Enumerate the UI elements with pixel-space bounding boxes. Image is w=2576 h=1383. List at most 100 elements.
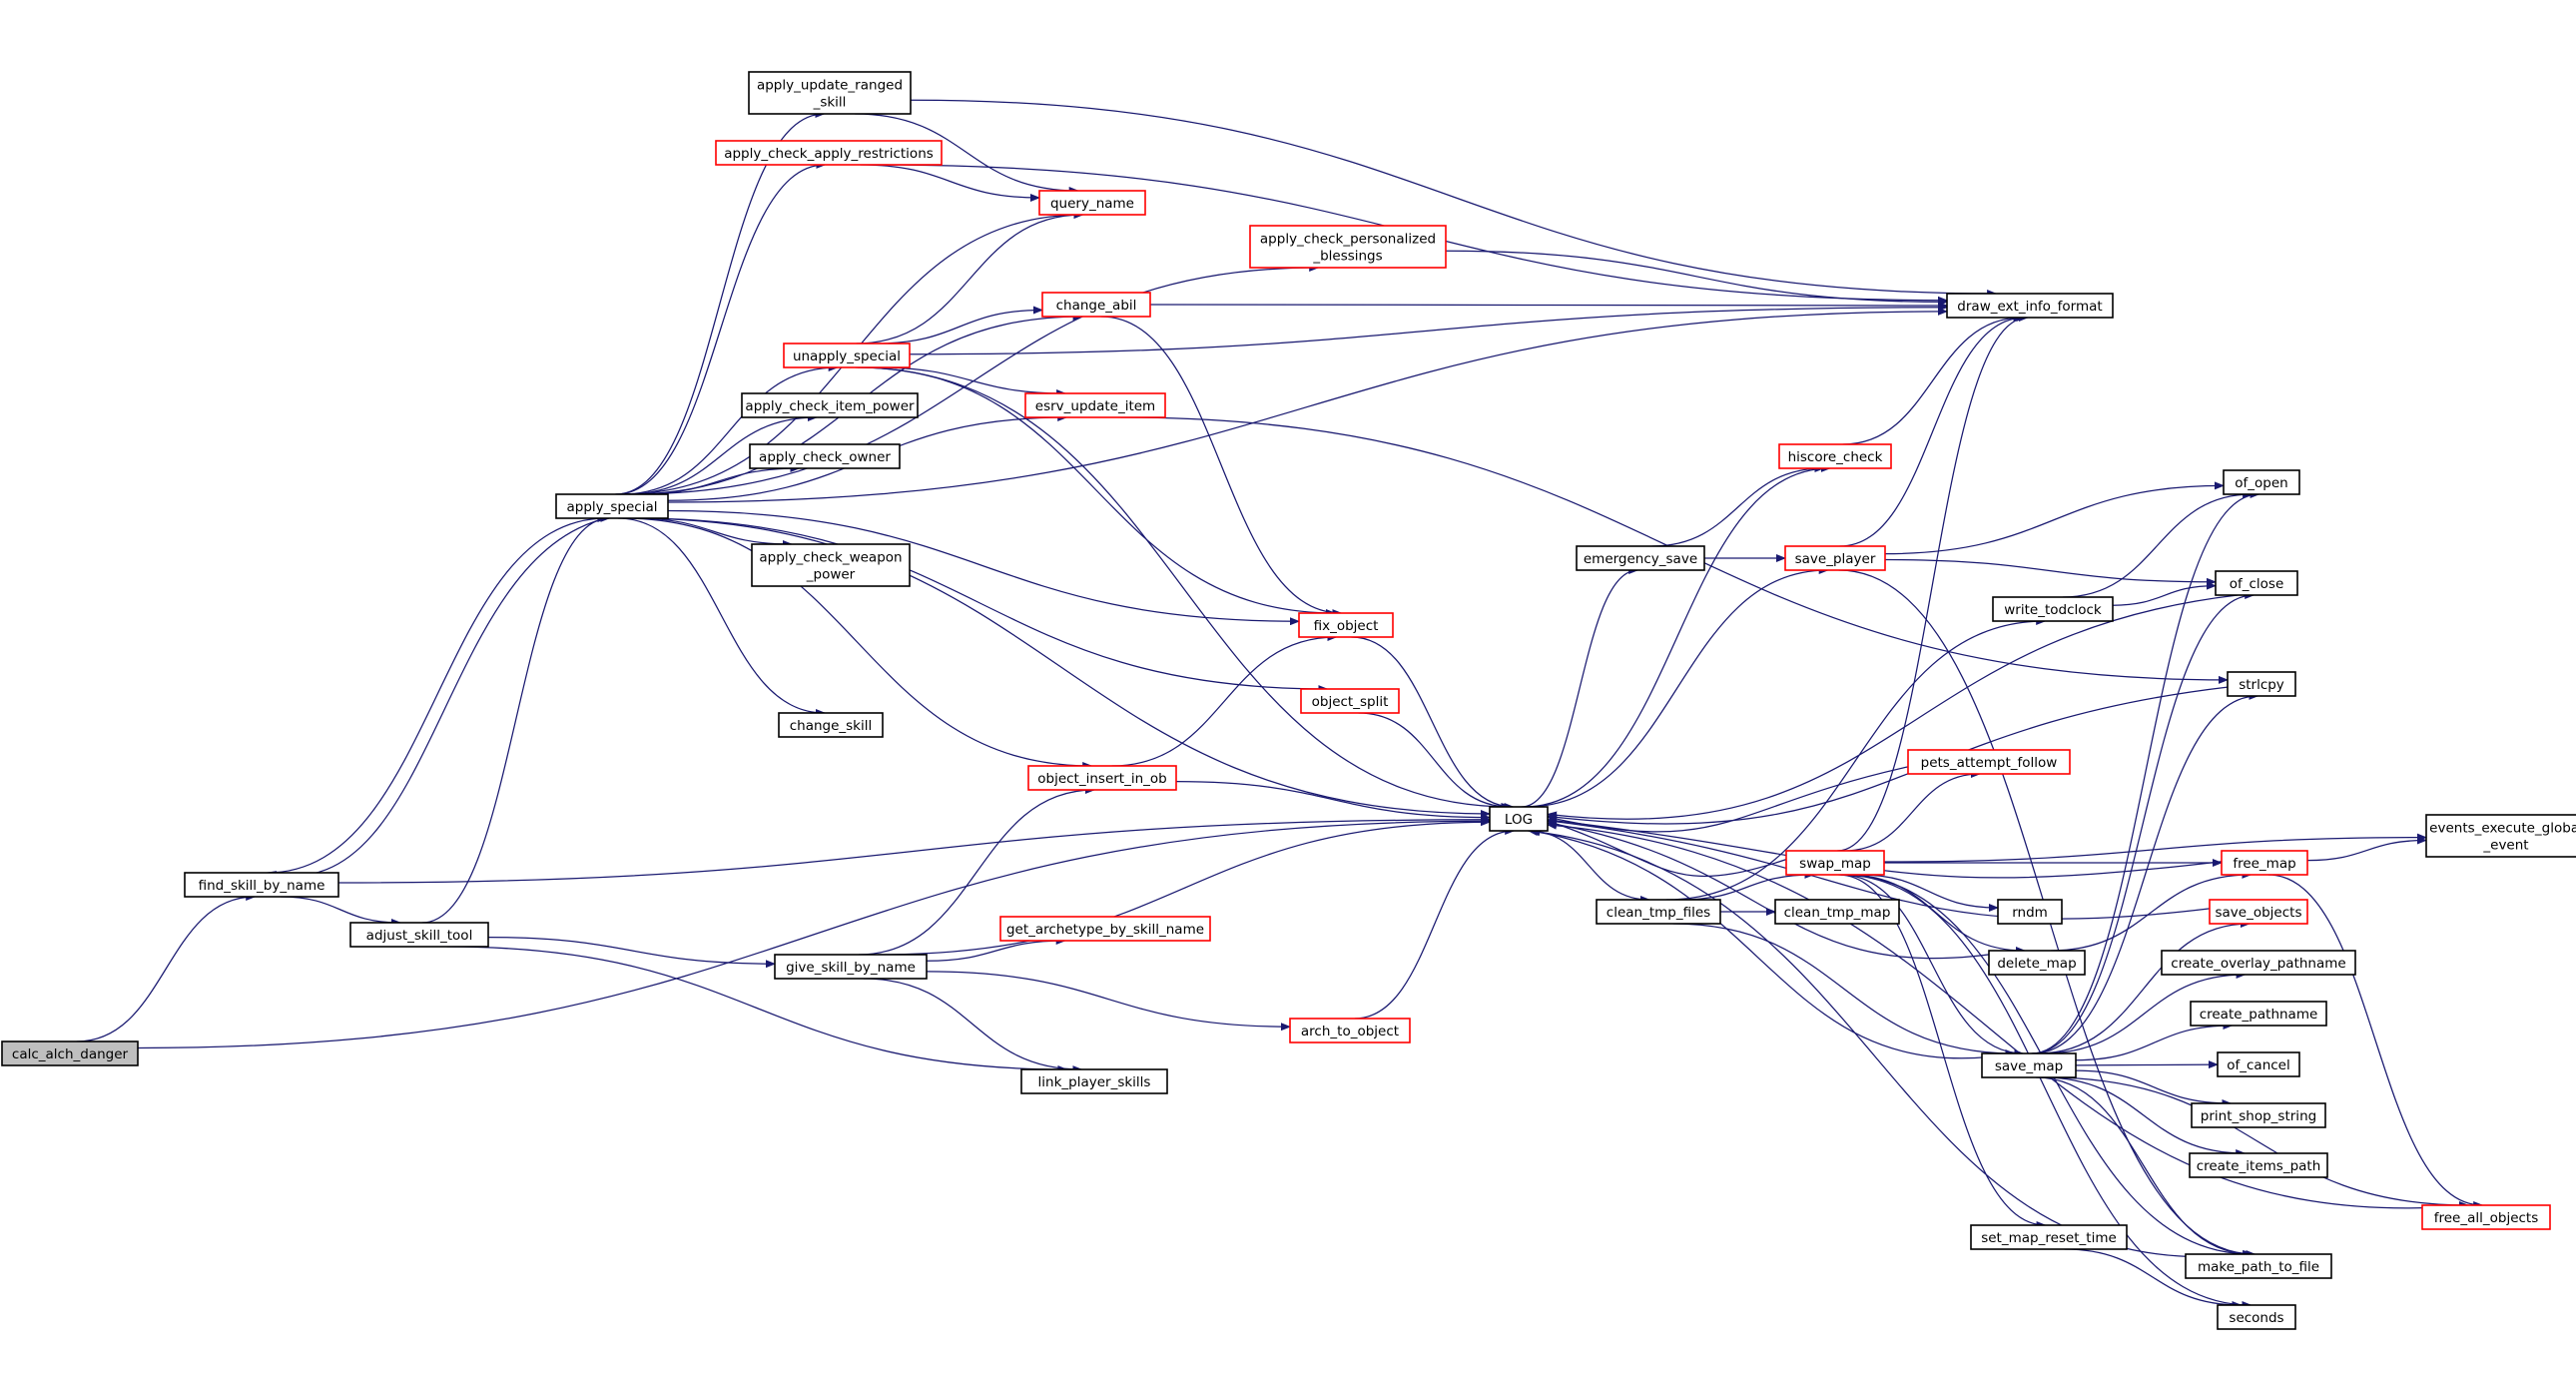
node-adjust-skill-tool[interactable]: adjust_skill_tool [349,922,489,948]
edge-save-map-to-strlcpy [2032,692,2259,1054]
edge-object-split-to-log [1358,712,1512,811]
node-apply-check-item-power[interactable]: apply_check_item_power [741,392,919,418]
node-create-items-path[interactable]: create_items_path [2189,1152,2328,1178]
node-box-apply-check-apply-restrictions [715,140,943,166]
edge-apply-special-to-apply-check-item-power [624,413,818,495]
edge-apply-special-to-log [629,517,1491,818]
node-unapply-special[interactable]: unapply_special [783,343,911,368]
node-delete-map[interactable]: delete_map [1988,950,2086,976]
node-change-skill[interactable]: change_skill [778,712,884,738]
node-apply-check-apply-restrictions[interactable]: apply_check_apply_restrictions [715,140,943,166]
node-pets-attempt-follow[interactable]: pets_attempt_follow [1907,749,2071,775]
node-object-split[interactable]: object_split [1300,688,1400,714]
node-of-close[interactable]: of_close [2215,570,2298,596]
node-apply-check-weapon-power[interactable]: apply_check_weapon_power [751,543,911,587]
node-hiscore-check[interactable]: hiscore_check [1778,443,1892,469]
node-give-skill-by-name[interactable]: give_skill_by_name [774,954,928,980]
node-box-print-shop-string [2191,1102,2326,1128]
node-label-of-cancel: of_cancel [2227,1057,2290,1073]
node-swap-map[interactable]: swap_map [1785,850,1885,876]
edge-unapply-special-to-query-name [856,211,1084,345]
node-find-skill-by-name[interactable]: find_skill_by_name [184,872,339,898]
node-calc-alch-danger[interactable]: calc_alch_danger [1,1040,139,1066]
edge-apply-special-to-unapply-special [621,363,839,495]
node-label-create-pathname: create_pathname [2200,1007,2318,1023]
node-strlcpy[interactable]: strlcpy [2227,671,2296,697]
node-apply-update-ranged-skill[interactable]: apply_update_ranged_skill [748,71,912,115]
node-save-map[interactable]: save_map [1981,1052,2077,1078]
edge-save-map-to-of-open [2031,490,2260,1054]
node-box-link-player-skills [1020,1068,1168,1094]
node-seconds[interactable]: seconds [2217,1304,2296,1330]
node-label-apply-check-weapon-power-line-1: apply_check_weapon [759,550,902,566]
node-label-seconds: seconds [2229,1310,2283,1326]
edge-save-objects-to-log [1547,817,2211,920]
node-label-events-execute-global-event-line-2: _event [2482,838,2528,854]
node-draw-ext-info-format[interactable]: draw_ext_info_format [1946,293,2114,319]
node-change-abil[interactable]: change_abil [1041,292,1151,318]
node-emergency-save[interactable]: emergency_save [1576,545,1705,571]
node-label-draw-ext-info-format: draw_ext_info_format [1957,299,2102,315]
node-of-open[interactable]: of_open [2223,469,2300,495]
edge-free-map-to-free-all-objects [2267,874,2484,1209]
node-make-path-to-file[interactable]: make_path_to_file [2185,1253,2332,1279]
node-label-change-abil: change_abil [1056,298,1137,314]
node-write-todclock[interactable]: write_todclock [1992,596,2114,622]
node-apply-check-owner[interactable]: apply_check_owner [749,443,901,469]
node-label-print-shop-string: print_shop_string [2201,1108,2316,1124]
node-save-player[interactable]: save_player [1784,545,1886,571]
node-clean-tmp-map[interactable]: clean_tmp_map [1774,899,1900,925]
node-clean-tmp-files[interactable]: clean_tmp_files [1596,899,1721,925]
node-box-find-skill-by-name [184,872,339,898]
node-free-map[interactable]: free_map [2221,850,2308,876]
edge-apply-special-to-draw-ext-info-format [667,307,1948,503]
edge-log-to-clean-tmp-files [1527,830,1650,904]
node-log[interactable]: LOG [1489,806,1549,832]
node-label-create-items-path: create_items_path [2197,1158,2321,1174]
node-rndm[interactable]: rndm [1997,899,2063,925]
edge-give-skill-by-name-to-get-archetype-by-skill-name [926,937,1066,962]
node-create-pathname[interactable]: create_pathname [2190,1001,2327,1027]
node-label-get-archetype-by-skill-name: get_archetype_by_skill_name [1006,922,1204,938]
edge-unapply-special-to-draw-ext-info-format [909,303,1948,355]
node-object-insert-in-ob[interactable]: object_insert_in_ob [1027,765,1177,791]
node-get-archetype-by-skill-name[interactable]: get_archetype_by_skill_name [999,916,1211,942]
node-set-map-reset-time[interactable]: set_map_reset_time [1970,1224,2128,1250]
node-label-free-all-objects: free_all_objects [2434,1210,2539,1226]
node-free-all-objects[interactable]: free_all_objects [2421,1204,2551,1230]
node-create-overlay-pathname[interactable]: create_overlay_pathname [2161,950,2356,976]
node-print-shop-string[interactable]: print_shop_string [2191,1102,2326,1128]
node-label-pets-attempt-follow: pets_attempt_follow [1921,755,2058,771]
node-events-execute-global-event[interactable]: events_execute_global_event [2425,814,2576,858]
node-box-apply-check-weapon-power [751,543,911,587]
node-box-save-player [1784,545,1886,571]
edge-log-to-emergency-save [1521,566,1639,808]
node-arch-to-object[interactable]: arch_to_object [1289,1018,1411,1043]
node-apply-check-personalized-blessings[interactable]: apply_check_personalized_blessings [1249,225,1447,269]
node-box-adjust-skill-tool [349,922,489,948]
edge-unapply-special-to-esrv-update-item [876,366,1067,397]
node-link-player-skills[interactable]: link_player_skills [1020,1068,1168,1094]
node-of-cancel[interactable]: of_cancel [2217,1051,2300,1077]
node-esrv-update-item[interactable]: esrv_update_item [1024,392,1166,418]
node-label-unapply-special: unapply_special [793,348,901,364]
node-save-objects[interactable]: save_objects [2209,899,2308,925]
node-fix-object[interactable]: fix_object [1298,612,1394,638]
edge-save-map-to-create-overlay-pathname [2042,971,2247,1054]
node-apply-special[interactable]: apply_special [555,493,669,519]
edge-clean-tmp-files-to-write-todclock [1665,617,2047,901]
node-query-name[interactable]: query_name [1038,190,1146,216]
edge-free-all-objects-to-log [1547,821,2472,1209]
edge-save-player-to-of-open [1884,481,2225,555]
node-box-delete-map [1988,950,2086,976]
node-label-fix-object: fix_object [1314,618,1379,634]
node-label-calc-alch-danger: calc_alch_danger [12,1046,129,1062]
edge-apply-update-ranged-skill-to-draw-ext-info-format [910,99,1998,298]
edge-emergency-save-to-hiscore-check [1651,464,1825,547]
edge-adjust-skill-tool-to-apply-special [421,514,611,924]
edge-swap-map-to-log [1547,820,1787,878]
edge-save-map-to-free-all-objects [2047,1076,2469,1209]
node-label-apply-check-weapon-power-line-2: _power [806,567,856,583]
node-label-apply-check-owner: apply_check_owner [759,449,891,465]
